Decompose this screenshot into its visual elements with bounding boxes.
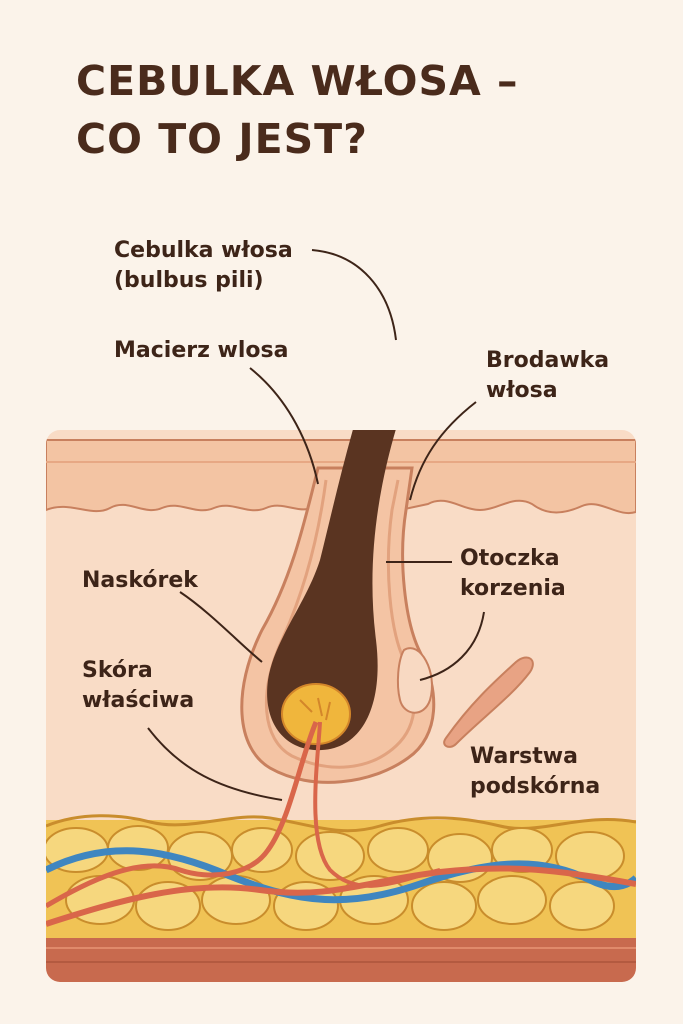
sebaceous-gland	[396, 647, 433, 714]
label-subcutis: Warstwa podskórna	[470, 742, 600, 802]
label-papilla-line2: włosa	[486, 378, 558, 403]
title-line-1: CEBULKA WŁOSA –	[76, 57, 519, 105]
label-dermis: Skóra właściwa	[82, 656, 194, 716]
label-subcutis-line1: Warstwa	[470, 744, 578, 769]
inner-root-sheath	[264, 479, 416, 769]
papilla-texture	[299, 697, 331, 721]
label-hair-bulb: Cebulka włosa (bulbus pili)	[114, 236, 293, 296]
label-dermis-line1: Skóra	[82, 658, 153, 683]
label-hair-matrix: Macierz wlosa	[114, 336, 288, 366]
leader-papilla	[409, 401, 477, 501]
leader-bulb	[311, 249, 397, 341]
label-root-sheath: Otoczka korzenia	[460, 544, 566, 604]
label-sheath-line2: korzenia	[460, 576, 566, 601]
title-line-2: CO TO JEST?	[76, 115, 368, 163]
papilla-vessel	[46, 721, 319, 909]
papilla-vessel-return	[313, 721, 441, 888]
label-hair-bulb-line1: Cebulka włosa	[114, 238, 293, 263]
label-dermal-papilla: Brodawka włosa	[486, 346, 609, 406]
skin-cross-section	[46, 430, 636, 982]
leader-epidermis	[179, 591, 263, 663]
label-epidermis-text: Naskórek	[82, 568, 198, 593]
hair-shaft	[267, 430, 612, 751]
label-sheath-line1: Otoczka	[460, 546, 560, 571]
vein	[46, 847, 636, 904]
muscle-layer	[46, 938, 636, 982]
artery	[46, 865, 636, 927]
leader-lines	[147, 249, 485, 801]
label-hair-matrix-text: Macierz wlosa	[114, 338, 289, 363]
label-hair-bulb-line2: (bulbus pili)	[114, 268, 264, 293]
arrector-pili-muscle	[443, 656, 534, 748]
label-dermis-line2: właściwa	[82, 688, 195, 713]
leader-sheath-2	[419, 611, 485, 681]
leader-matrix	[249, 367, 319, 485]
label-epidermis: Naskórek	[82, 566, 198, 596]
label-subcutis-line2: podskórna	[470, 774, 601, 799]
leader-dermis	[147, 727, 283, 801]
dermal-papilla	[281, 683, 351, 745]
diagram-title: CEBULKA WŁOSA – CO TO JEST?	[76, 52, 519, 168]
label-papilla-line1: Brodawka	[486, 348, 610, 373]
